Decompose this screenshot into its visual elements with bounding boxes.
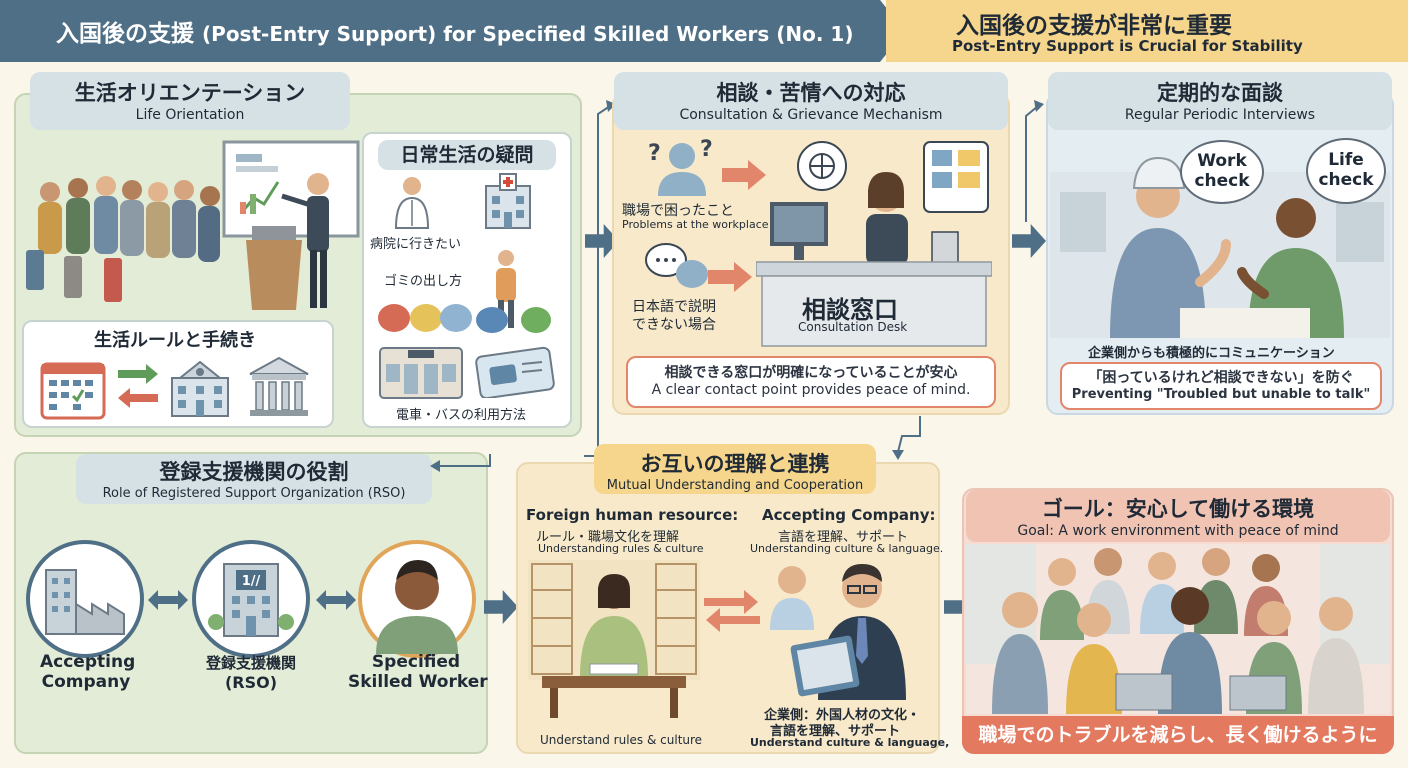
life-orientation-title: 生活オリエンテーション Life Orientation: [30, 72, 350, 130]
desk-label-jp: 相談窓口: [802, 296, 898, 324]
goal-team-scene: [966, 544, 1390, 714]
header-callout-jp: 入国後の支援が非常に重要: [956, 13, 1232, 39]
rso-logo: 1//: [242, 574, 261, 589]
garbage-bags-icon: [378, 304, 551, 333]
chat-bubbles-icon: [645, 243, 708, 288]
doctor-icon: [394, 177, 430, 229]
svg-text:?: ?: [700, 138, 713, 162]
orange-arrow-1: [722, 160, 766, 190]
consultation-desk-scene: [756, 141, 992, 347]
foreign-en: Understanding rules & culture: [538, 542, 704, 555]
header-callout: 入国後の支援が非常に重要 Post-Entry Support is Cruci…: [886, 0, 1408, 62]
interview-title: 定期的な面談 Regular Periodic Interviews: [1048, 72, 1392, 130]
worker-circle: [358, 540, 476, 658]
life-rules-title: 生活ルールと手続き: [94, 330, 256, 351]
interview-comm-label: 企業側からも積極的にコミュニケーション: [1088, 346, 1335, 361]
company-en: Understanding culture & language.: [750, 542, 944, 555]
problem-label-jp: 職場で困ったこと: [622, 203, 734, 219]
header-title: 入国後の支援 (Post-Entry Support) for Specifie…: [56, 21, 854, 47]
connector-line-right: [1025, 100, 1044, 222]
header-banner: 入国後の支援 (Post-Entry Support) for Specifie…: [0, 0, 905, 62]
company-bottom-jp-2: 言語を理解、サポート: [770, 724, 901, 739]
problem-label-en: Problems at the workplace: [622, 218, 769, 231]
company-jp: 言語を理解、サポート: [778, 530, 909, 545]
company-bottom-en: Understand culture & language,: [750, 736, 950, 749]
transport-label: 電車・バスの利用方法: [396, 408, 527, 423]
hospital-icon: [485, 173, 531, 229]
mutual-title: お互いの理解と連携 Mutual Understanding and Coope…: [594, 444, 876, 494]
language-label-2: できない場合: [632, 317, 716, 333]
orange-arrow-2: [708, 262, 752, 292]
hospital-label: 病院に行きたい: [370, 237, 462, 252]
swap-arrows-icon: [118, 364, 158, 408]
company-bottom-jp-1: 企業側：外国人材の文化・: [764, 708, 921, 723]
podium: [246, 240, 302, 310]
bus-ticket-icon: [475, 346, 555, 398]
header-callout-en: Post-Entry Support is Crucial for Stabil…: [952, 37, 1303, 55]
accepting-company-circle: [26, 540, 144, 658]
foreign-heading: Foreign human resource:: [526, 506, 739, 524]
double-arrow-2: [316, 590, 356, 610]
rso-label: 登録支援機関 (RSO): [205, 654, 296, 692]
company-heading: Accepting Company:: [762, 506, 936, 524]
goal-footer: 職場でのトラブルを減らし、長く働けるように: [962, 716, 1394, 754]
goal-title: ゴール：安心して働ける環境 Goal: A work environment w…: [966, 490, 1390, 542]
chart-line-icon: [240, 181, 280, 213]
worried-worker-icon: ??: [648, 138, 713, 196]
bubble-life-check: Life check: [1306, 138, 1386, 204]
interview-note: 「困っているけれど相談できない」を防ぐ Preventing "Troubled…: [1060, 362, 1382, 410]
rso-circle: 1//: [192, 540, 310, 658]
svg-text:?: ?: [648, 141, 661, 166]
orientation-scene: [26, 140, 360, 310]
train-icon: [379, 347, 463, 399]
bubble-work-check: Work check: [1180, 140, 1264, 204]
worker-label: Specified Skilled Worker: [348, 652, 488, 692]
calendar-icon: [40, 362, 106, 420]
foreign-bottom: Understand rules & culture: [540, 733, 703, 747]
exchange-arrows-icon: [704, 590, 760, 632]
arrow-rso-to-mutual: [484, 590, 518, 624]
foreign-worker-scene: [528, 560, 700, 718]
company-staff-scene: [770, 564, 906, 700]
foreign-jp: ルール・職場文化を理解: [536, 530, 680, 545]
consultation-note: 相談できる窓口が明確になっていることが安心 A clear contact po…: [626, 356, 996, 408]
daily-questions-title: 日常生活の疑問: [378, 140, 556, 170]
rso-title: 登録支援機関の役割 Role of Registered Support Org…: [76, 454, 432, 504]
connector-rso-title: [430, 454, 491, 472]
audience-group: [26, 176, 220, 302]
consultation-title: 相談・苦情への対応 Consultation & Grievance Mecha…: [614, 72, 1008, 130]
bank-icon: [249, 356, 309, 416]
garbage-label: ゴミの出し方: [384, 274, 463, 289]
accepting-company-label: Accepting Company: [40, 652, 136, 692]
double-arrow-1: [148, 590, 188, 610]
desk-label-en: Consultation Desk: [798, 320, 908, 334]
language-label-1: 日本語で説明: [632, 299, 716, 315]
connector-interview-to-mutual: [892, 416, 921, 460]
city-office-icon: [171, 360, 229, 417]
